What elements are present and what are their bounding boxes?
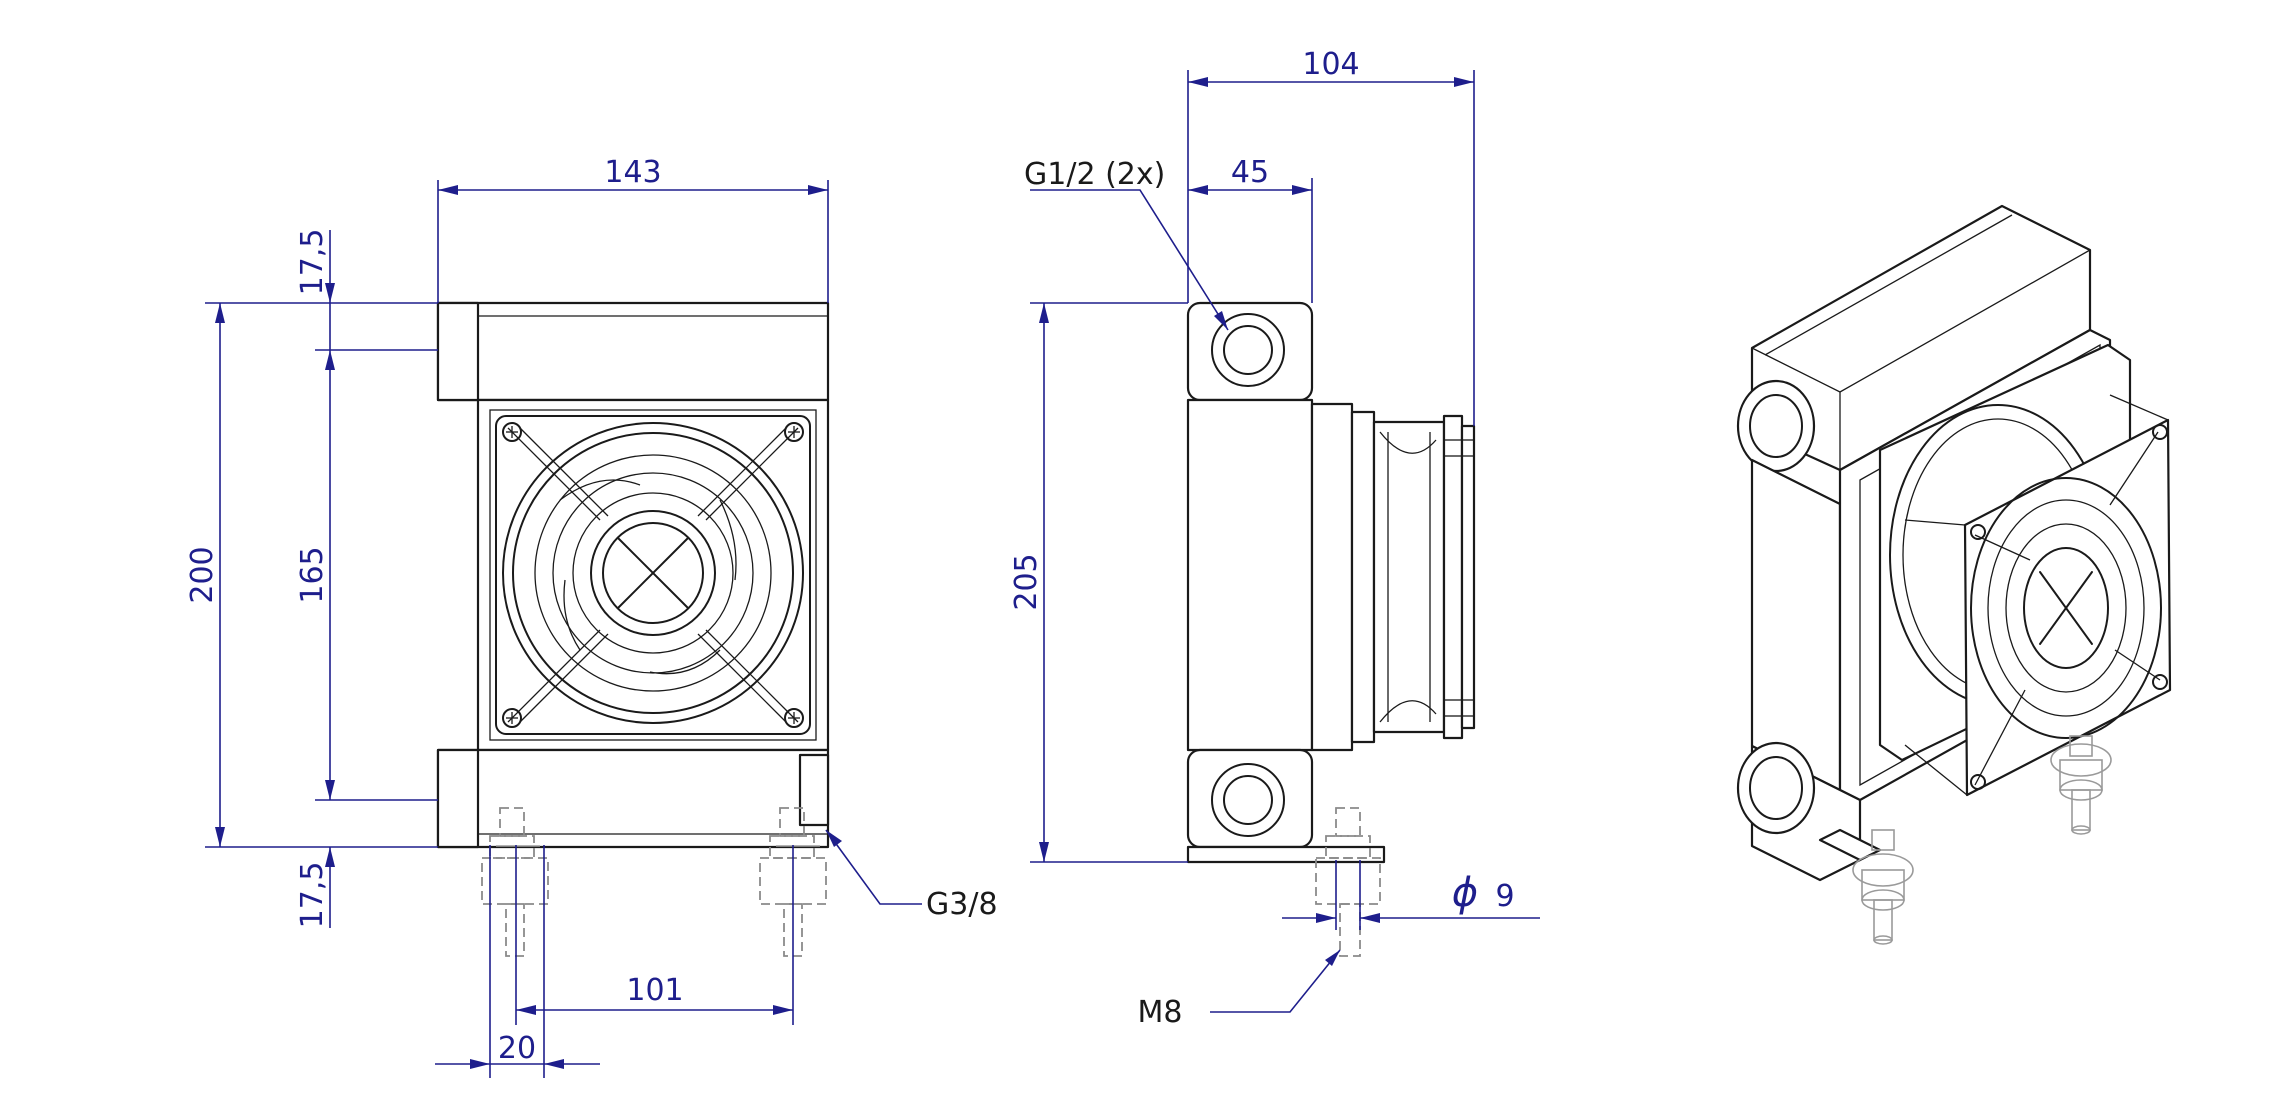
front-mount-left xyxy=(481,807,549,957)
front-drain-plug xyxy=(798,753,830,827)
dim-front-inner-height: 165 xyxy=(295,546,330,603)
iso-side-plate xyxy=(1750,458,1842,792)
iso-mount-fittings xyxy=(1852,735,2112,945)
front-view xyxy=(436,301,830,957)
dim-front-top-offset: 17,5 xyxy=(295,229,330,296)
side-view xyxy=(1186,301,1476,957)
side-core xyxy=(1186,398,1314,752)
front-core xyxy=(476,398,830,752)
side-bottom-port xyxy=(1211,763,1285,837)
front-dimensions: 143 200 165 17,5 17,5 101 20 xyxy=(185,155,998,1078)
dim-front-bottom-offset: 17,5 xyxy=(295,862,330,929)
front-fan-screws xyxy=(502,422,804,728)
side-fan xyxy=(1310,402,1476,752)
front-top-tank xyxy=(436,301,830,402)
dim-hole-diameter: 9 xyxy=(1495,879,1514,914)
callout-inlet-thread: G1/2 (2x) xyxy=(1024,157,1165,192)
isometric-view xyxy=(1736,204,2172,945)
side-top-port xyxy=(1211,313,1285,387)
callout-drain-thread: G3/8 xyxy=(926,887,998,922)
side-mount xyxy=(1315,807,1381,957)
dim-hole-diameter-symbol: ϕ xyxy=(1452,870,1478,916)
dim-front-width: 143 xyxy=(604,155,661,190)
dim-front-height: 200 xyxy=(185,546,220,603)
dim-side-depth: 104 xyxy=(1302,47,1359,82)
front-fan xyxy=(495,415,811,735)
front-bottom-nozzle xyxy=(436,748,480,849)
callout-mount-bolt: M8 xyxy=(1138,995,1183,1030)
dim-port-offset: 20 xyxy=(498,1031,536,1066)
dim-side-port-offset: 45 xyxy=(1231,155,1269,190)
dim-side-height: 205 xyxy=(1009,553,1044,610)
front-top-nozzle xyxy=(436,301,480,402)
front-bottom-tank xyxy=(436,748,830,849)
dim-port-spacing: 101 xyxy=(626,973,683,1008)
side-dimensions: 104 45 G1/2 (2x) 205 ϕ 9 M8 xyxy=(1009,47,1540,1030)
